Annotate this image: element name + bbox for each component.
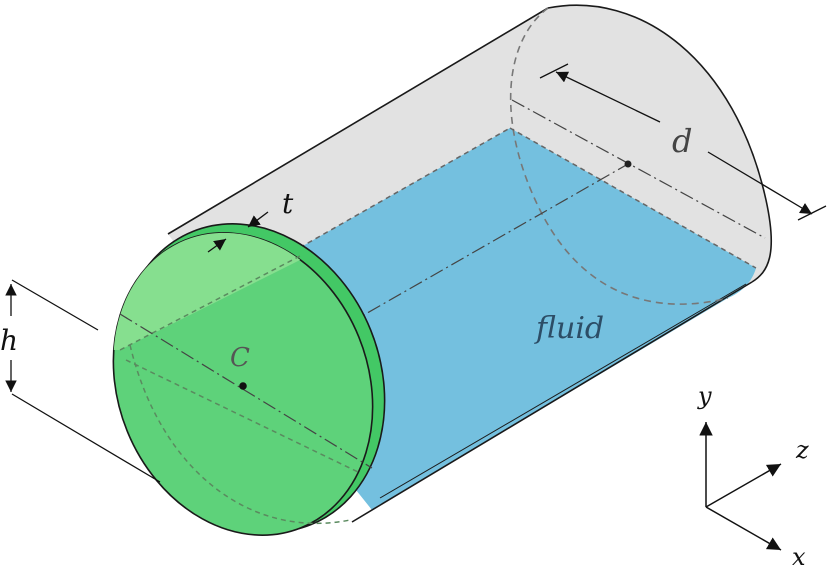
axis-arrow-x: [705, 506, 782, 551]
diameter-tick-right: [797, 205, 827, 221]
label-height: h: [0, 324, 18, 357]
label-fluid: fluid: [534, 311, 604, 346]
axis-line-far: [511, 99, 766, 239]
height-extension-bottom: [11, 393, 161, 483]
thickness-arrow-left: [207, 238, 227, 253]
thickness-arrow-right: [247, 211, 269, 228]
far-end-hidden: [509, 7, 729, 305]
diameter-arrow-left: [555, 71, 661, 123]
cap-fluid-line: [119, 255, 301, 351]
axis-label-x: x: [792, 543, 806, 568]
diameter-arrow-right: [707, 151, 813, 215]
height-extension-top: [11, 279, 99, 331]
shell-top-edge: [167, 7, 549, 235]
far-center-point: [624, 160, 632, 168]
axis-label-y: y: [697, 382, 712, 410]
shell-bottom-edge: [351, 281, 753, 523]
far-end-outline: [547, 4, 773, 283]
label-diameter: d: [672, 122, 692, 160]
center-point: [239, 382, 247, 390]
axis-arrow-z: [705, 463, 782, 508]
cap-back-edge: [129, 344, 351, 525]
axis-label-z: z: [795, 436, 809, 464]
fluid-body: [120, 128, 756, 510]
diameter-tick-left: [539, 63, 569, 79]
cap-axis-line: [119, 313, 373, 469]
fluid-surface-edge-far: [509, 127, 757, 269]
cap-fluid-line-lower: [125, 359, 359, 473]
label-center: C: [230, 343, 250, 373]
label-thickness: t: [282, 187, 294, 220]
shell-bottom-edge-inner: [379, 283, 747, 499]
